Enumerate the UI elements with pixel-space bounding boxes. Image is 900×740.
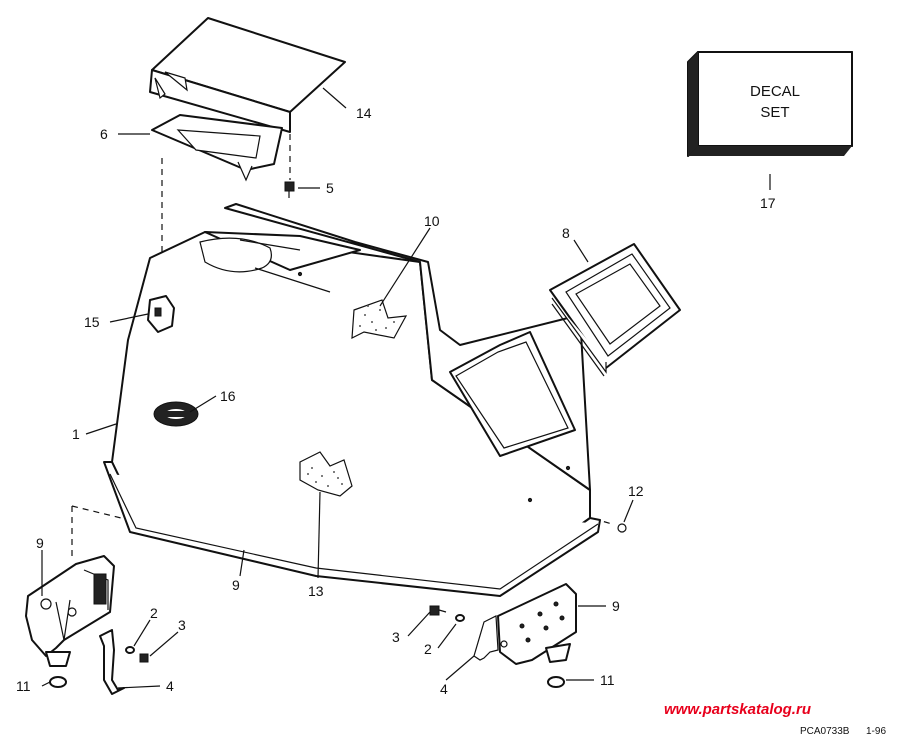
callout-9-right: 9	[612, 598, 620, 614]
callout-4-right: 4	[440, 681, 448, 697]
part-15-knob	[147, 295, 175, 333]
callout-3-left: 3	[178, 617, 186, 633]
callout-11-right: 11	[600, 672, 615, 688]
callout-4-left: 4	[166, 678, 174, 694]
decal-line-2: SET	[760, 104, 789, 121]
callout-8: 9	[232, 577, 240, 593]
callout-5: 5	[326, 180, 334, 196]
part-9-bracket-left	[25, 555, 115, 657]
callout-1: 1	[72, 426, 80, 442]
callout-15: 15	[84, 314, 100, 330]
part-12-nut	[617, 523, 627, 533]
watermark: www.partskatalog.ru	[664, 701, 811, 718]
part-3-screw-right	[429, 605, 447, 616]
part-13-pad	[299, 451, 353, 497]
part-5-screw	[284, 181, 295, 198]
part-10-pad	[351, 299, 408, 340]
part-14-access-cover	[149, 17, 346, 133]
callout-11-left: 11	[16, 678, 31, 694]
drawing-code: PCA0733B	[800, 726, 850, 737]
callout-14: 14	[356, 105, 372, 121]
part-4-strap-left	[99, 629, 125, 695]
part-8-seal	[103, 461, 601, 597]
callout-13: 13	[308, 583, 324, 599]
part-11-mount-left	[45, 651, 71, 688]
callout-12: 12	[628, 483, 644, 499]
part-2-washer-right	[455, 614, 465, 622]
callout-2-right: 2	[424, 641, 432, 657]
callout-16: 16	[220, 388, 236, 404]
part-17-decal-set	[687, 51, 853, 157]
part-3-screw-left	[139, 653, 149, 663]
callout-10: 10	[424, 213, 440, 229]
callout-17: 17	[760, 195, 776, 211]
callout-9-left: 9	[36, 535, 44, 551]
callout-3-right: 3	[392, 629, 400, 645]
part-11-mount-right	[545, 643, 571, 688]
part-6-retainer	[151, 114, 283, 182]
callout-7: 8	[562, 225, 570, 241]
drawing-date: 1-96	[866, 726, 886, 737]
part-2-washer-left	[125, 646, 135, 654]
decal-line-1: DECAL	[750, 83, 800, 100]
callout-6: 6	[100, 126, 108, 142]
part-9-bracket-right	[473, 583, 577, 665]
leader-lines	[41, 87, 771, 689]
part-16-emblem	[153, 401, 199, 427]
callout-2-left: 2	[150, 605, 158, 621]
part-7-window-seal	[549, 243, 681, 377]
